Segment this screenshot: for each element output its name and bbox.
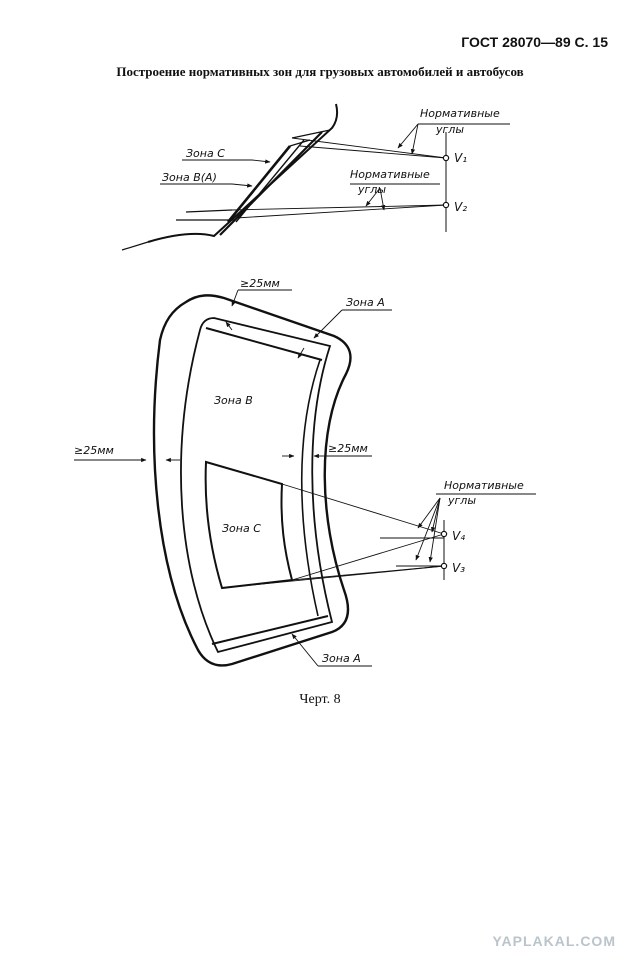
top-diagram: Зона С Зона В(А) Нормативные углы Нормат… [121,103,510,251]
angles-label-1b: углы [435,123,464,136]
v4-label: V₄ [452,529,465,543]
page-number: С. 15 [574,34,608,50]
v4-point [440,530,448,538]
page-title: Построение нормативных зон для грузовых … [116,64,524,79]
standard-number: ГОСТ 28070—89 [461,34,571,50]
windshield-frame [152,294,352,667]
zone-b-label: Зона В [214,394,253,407]
figure-caption: Черт. 8 [299,692,341,707]
page-header: ГОСТ 28070—89 С. 15 [461,34,608,50]
bottom-diagram: ≥25мм ≥25мм ≥25мм Зона А Зона А Зона В З… [74,277,536,667]
zone-c-strip [226,145,292,223]
glazing-boundary [180,317,334,654]
v1-label: V₁ [454,151,467,165]
v2-point [442,201,450,209]
angles-label-1: Нормативные [420,107,500,120]
gap-right-label: ≥25мм [328,442,368,455]
gap-top-label: ≥25мм [240,277,280,290]
zone-a-top-line [205,327,323,361]
zone-c-label-bottom: Зона С [222,522,261,535]
v3-label: V₃ [452,561,465,575]
zone-b-a-label: Зона В(А) [162,171,217,184]
v2-label: V₂ [454,200,467,214]
v1-point [442,154,450,162]
angles-label-2: Нормативные [350,168,430,181]
zone-a-bottom-line [211,615,329,645]
angles-label-3b: углы [447,494,476,507]
v3-point [440,562,448,570]
watermark: YAPLAKAL.COM [492,933,616,949]
angles-label-2b: углы [357,183,386,196]
zone-c-label: Зона С [186,147,225,160]
windshield-outline [147,103,339,243]
angles-label-3: Нормативные [444,479,524,492]
gap-left-label: ≥25мм [74,444,114,457]
zone-a-bottom-label: Зона А [322,652,361,665]
zone-a-top-label: Зона А [346,296,385,309]
